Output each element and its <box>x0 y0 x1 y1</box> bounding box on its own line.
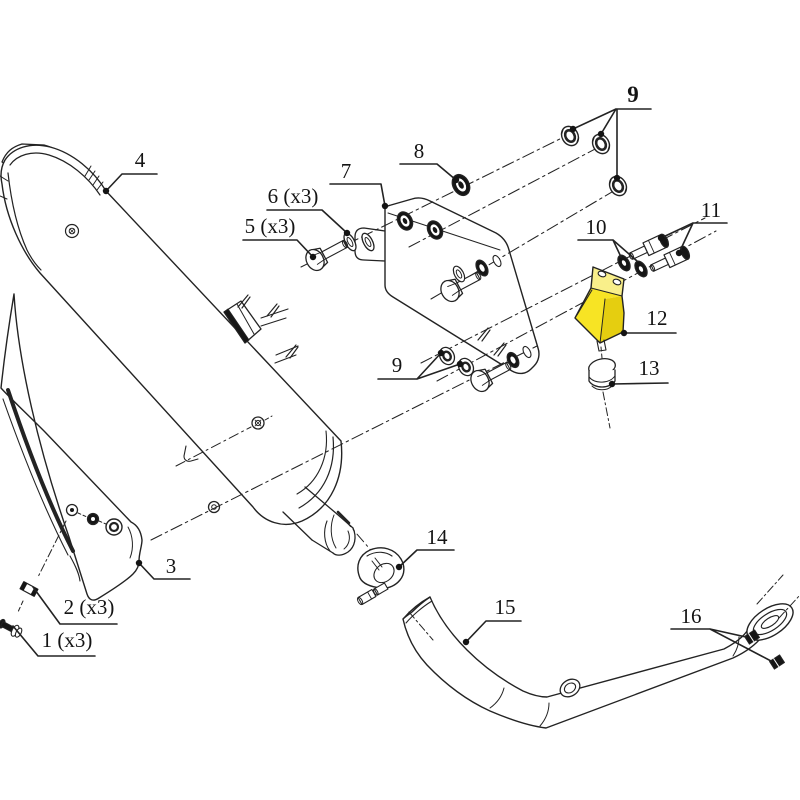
o2-sensor-boss <box>559 678 581 698</box>
callout-11-label: 11 <box>701 198 721 222</box>
flange-nut-b <box>769 654 785 670</box>
nut-9a <box>560 125 580 147</box>
nut-9c <box>608 175 628 197</box>
grommet-8 <box>451 173 471 197</box>
callout-1: 1 (x3) <box>12 625 96 657</box>
shield-stripe <box>6 388 75 553</box>
shield-fastener-stack <box>0 503 123 638</box>
muffler-end-cap <box>0 152 104 271</box>
plate-grommet-2 <box>426 220 444 240</box>
callout-10: 10 <box>577 215 638 262</box>
callout-16-label: 16 <box>681 604 702 628</box>
callout-15-label: 15 <box>495 595 516 619</box>
shield-grommet <box>105 518 123 536</box>
washer-ring-c <box>506 351 520 369</box>
callout-12-label: 12 <box>647 306 668 330</box>
mid-pipe-body <box>402 596 770 729</box>
bracket-side-flap <box>600 296 624 343</box>
callout-13: 13 <box>608 356 669 388</box>
callout-4-label: 4 <box>135 148 146 172</box>
callout-1-label: 1 (x3) <box>42 628 93 652</box>
bolt-5b <box>440 271 482 303</box>
bracket-12-assembly <box>574 233 691 429</box>
callout-13-label: 13 <box>639 356 660 380</box>
washer-10b <box>634 260 648 278</box>
exploded-grommet <box>207 500 221 514</box>
header-flange-16 <box>744 574 800 670</box>
callout-14-label: 14 <box>427 525 449 549</box>
axis-tick-marks <box>477 327 507 357</box>
callout-12: 12 <box>620 306 677 337</box>
flange-nut-a <box>744 629 760 645</box>
mid-pipe-15 <box>402 596 770 729</box>
callout-9-bottom-label: 9 <box>392 353 403 377</box>
callouts: 4 5 (x3) 6 (x3) 7 8 9 10 <box>12 82 772 662</box>
screw-1 <box>0 618 23 638</box>
muffler-dome <box>296 430 335 509</box>
callout-8-label: 8 <box>414 139 425 163</box>
bracket-12 <box>574 266 625 352</box>
callout-5: 5 (x3) <box>242 214 317 261</box>
callout-2: 2 (x3) <box>32 586 118 625</box>
washer-10a <box>617 254 631 272</box>
muffler-body <box>0 144 343 525</box>
weld-bracket-tab <box>223 294 299 364</box>
callout-3-label: 3 <box>166 554 177 578</box>
bracket-hole-a <box>597 270 607 278</box>
callout-16: 16 <box>670 604 772 662</box>
rubber-mount-13 <box>588 358 616 391</box>
callout-3: 3 <box>135 554 191 580</box>
callout-7-label: 7 <box>341 159 352 183</box>
callout-6-label: 6 (x3) <box>268 184 319 208</box>
callout-5-label: 5 (x3) <box>245 214 296 238</box>
plate-hole-c <box>522 345 532 359</box>
body-mount-grommets <box>175 415 273 514</box>
bolt-11b <box>649 245 691 272</box>
bracket-hole-b <box>612 278 622 286</box>
callout-7: 7 <box>329 159 389 210</box>
callout-9-top: 9 <box>569 82 652 182</box>
washer-6b <box>361 232 375 252</box>
callout-6: 6 (x3) <box>266 184 351 237</box>
edge-notch <box>183 445 199 462</box>
callout-11: 11 <box>657 198 728 257</box>
clamp-14 <box>356 547 405 606</box>
callout-15: 15 <box>462 595 522 646</box>
clamp-boss-b <box>372 582 389 596</box>
clamp-boss-a <box>356 588 377 606</box>
nut-9d <box>438 346 456 366</box>
callout-2-label: 2 (x3) <box>64 595 115 619</box>
plate-grommet-1 <box>396 211 414 231</box>
plate-hole-b <box>492 254 502 268</box>
nut-9b <box>591 133 611 155</box>
spacer-2 <box>19 581 39 597</box>
callout-9-top-label: 9 <box>627 82 639 107</box>
callout-10-label: 10 <box>586 215 607 239</box>
callout-14: 14 <box>395 525 455 571</box>
callout-8: 8 <box>399 139 460 184</box>
bolt-5c <box>470 361 512 393</box>
callout-9-bottom: 9 <box>377 349 464 380</box>
collar-5b <box>452 265 466 283</box>
muffler-silencer <box>0 143 395 578</box>
callout-4: 4 <box>102 148 158 195</box>
washer-ring-b <box>475 259 489 277</box>
